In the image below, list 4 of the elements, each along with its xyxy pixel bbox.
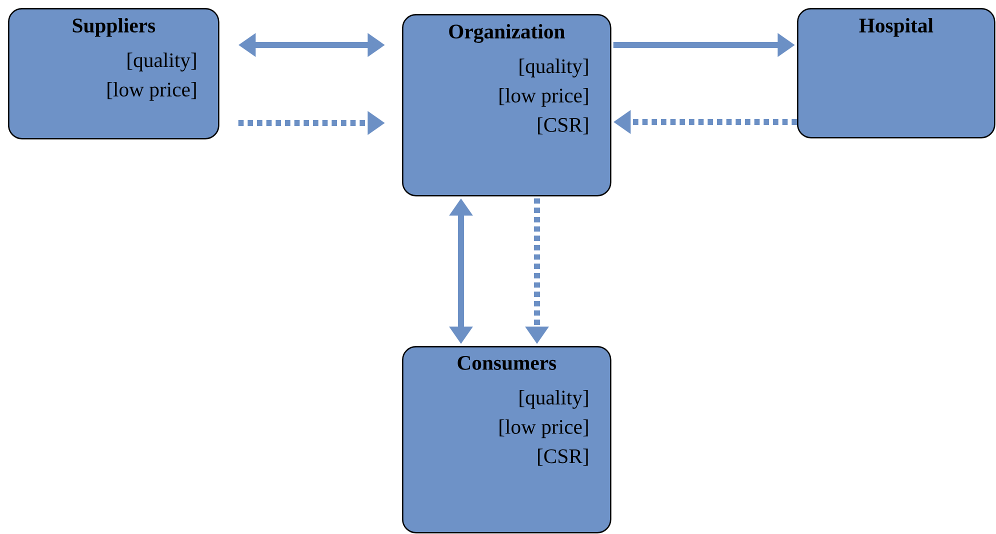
entity-box: Hospital bbox=[797, 8, 996, 138]
entity-box: Organization [quality] [low price] [CSR] bbox=[402, 14, 612, 196]
entity-box: Suppliers [quality] [low price] bbox=[8, 8, 220, 140]
entity-box: Consumers [quality] [low price] [CSR] bbox=[402, 346, 612, 534]
